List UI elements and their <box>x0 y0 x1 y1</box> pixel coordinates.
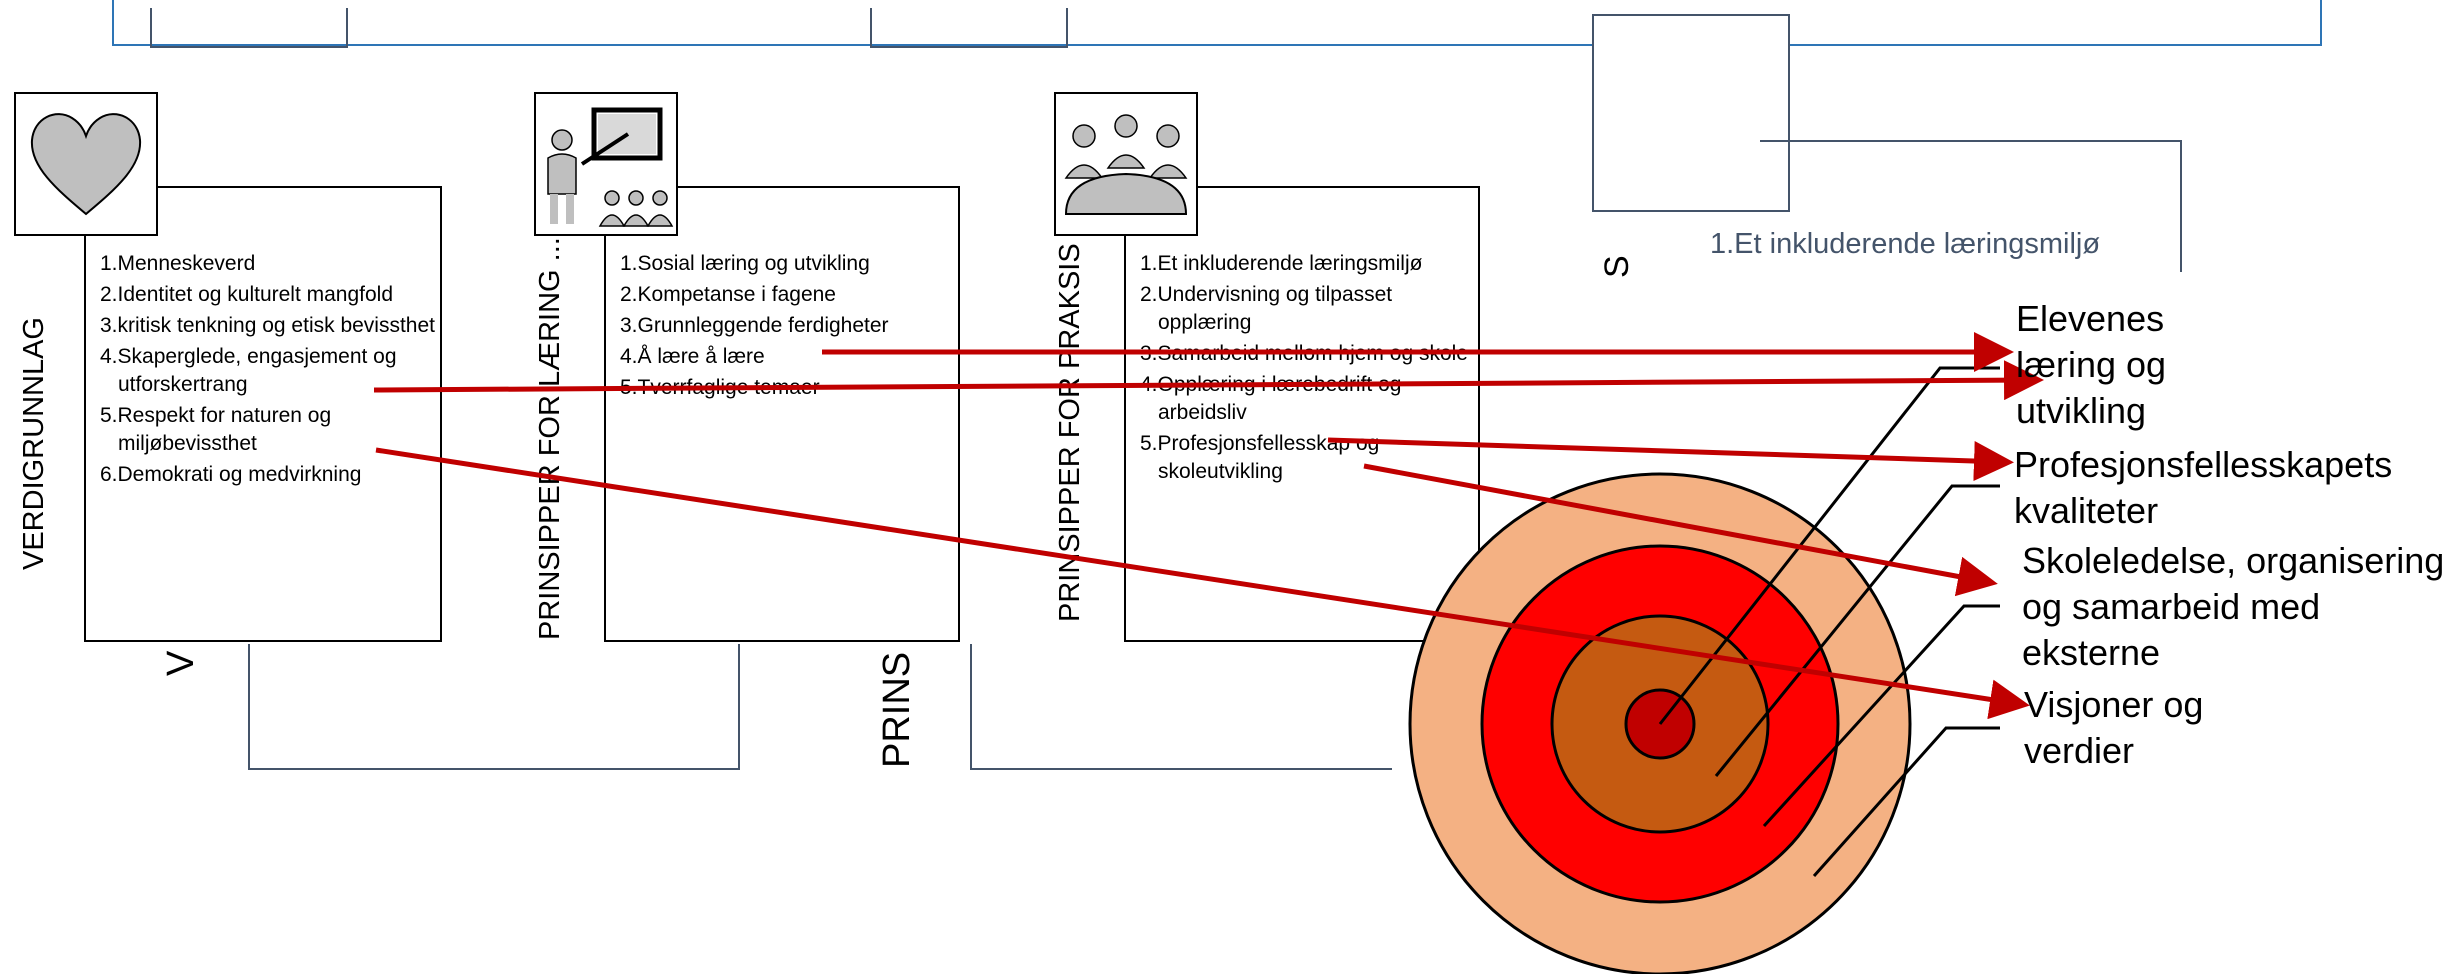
list-item: 1.Sosial læring og utvikling <box>620 252 870 275</box>
list-item: 3.Grunnleggende ferdigheter <box>620 314 889 337</box>
arrow-to-opplaering <box>1327 437 2014 482</box>
arrows <box>373 332 2044 720</box>
list-item: 4.Å lære å lære <box>620 345 765 368</box>
target-label-profesjonsfellesskap: Profesjonsfellesskapets kvaliteter <box>2014 444 2393 531</box>
leader-line-2 <box>1714 484 2000 777</box>
list-item: 6.Demokrati og medvirkning <box>100 463 362 486</box>
leader-line-4 <box>1812 726 2000 877</box>
icon-box-verdigrunnlag <box>14 92 158 236</box>
teacher-icon <box>547 107 674 227</box>
column-box-verdigrunnlag: 1.Menneskeverd 2.Identitet og kulturelt … <box>84 186 442 642</box>
column-box-praksis: 1.Et inkluderende læringsmiljø 2.Undervi… <box>1124 186 1480 642</box>
target-label-elevenes: Elevenes læring og utvikling <box>2016 298 2167 431</box>
ghost-list-item: 1.Et inkluderende læringsmiljø <box>1710 228 2101 260</box>
column-box-laering: 1.Sosial læring og utvikling 2.Kompetans… <box>604 186 960 642</box>
ghost-connector <box>1760 140 2182 272</box>
list-item: 2.Kompetanse i fagene <box>620 283 836 306</box>
icon-box-praksis <box>1054 92 1198 236</box>
meeting-icon <box>1064 114 1188 215</box>
list-praksis: 1.Et inkluderende læringsmiljø 2.Undervi… <box>1140 250 1476 489</box>
leader-line-3 <box>1762 604 2000 828</box>
list-item: 2.Identitet og kulturelt mangfold <box>100 283 394 306</box>
list-item: 4.Skaperglede, engasjement og utforskert… <box>100 345 397 396</box>
list-verdigrunnlag: 1.Menneskeverd 2.Identitet og kulturelt … <box>100 250 436 492</box>
target-label-skoleledelse: Skoleledelse, organisering og samarbeid … <box>2022 540 2445 673</box>
target-label-visjoner: Visjoner og verdier <box>2024 684 2204 771</box>
list-item: 3.kritisk tenkning og etisk bevissthet <box>100 314 435 337</box>
bottom-connector-2 <box>970 644 1392 770</box>
list-item: 5.Respekt for naturen og miljøbevissthet <box>100 404 332 455</box>
arrow-to-kritisk-tenkning <box>373 360 2044 401</box>
arrow-to-profesjonsfellesskap <box>1363 463 1998 597</box>
icon-box-laering <box>534 92 678 236</box>
arrow-to-respekt <box>375 447 2030 720</box>
ghost-icon-box-heart <box>150 8 348 48</box>
list-laering: 1.Sosial læring og utvikling 2.Kompetans… <box>620 250 956 405</box>
list-item: 1.Et inkluderende læringsmiljø <box>1140 252 1423 275</box>
list-item: 1.Menneskeverd <box>100 252 256 275</box>
list-item: 5.Profesjonsfellesskap og skoleutvikling <box>1140 432 1380 483</box>
ghost-icon-box-meeting <box>1592 14 1790 212</box>
heart-icon <box>30 113 142 216</box>
bottom-connector-1 <box>248 644 740 770</box>
ghost-banner <box>112 0 2322 46</box>
ghost-icon-box-teacher <box>870 8 1068 48</box>
list-item: 2.Undervisning og tilpasset opplæring <box>1140 283 1393 334</box>
